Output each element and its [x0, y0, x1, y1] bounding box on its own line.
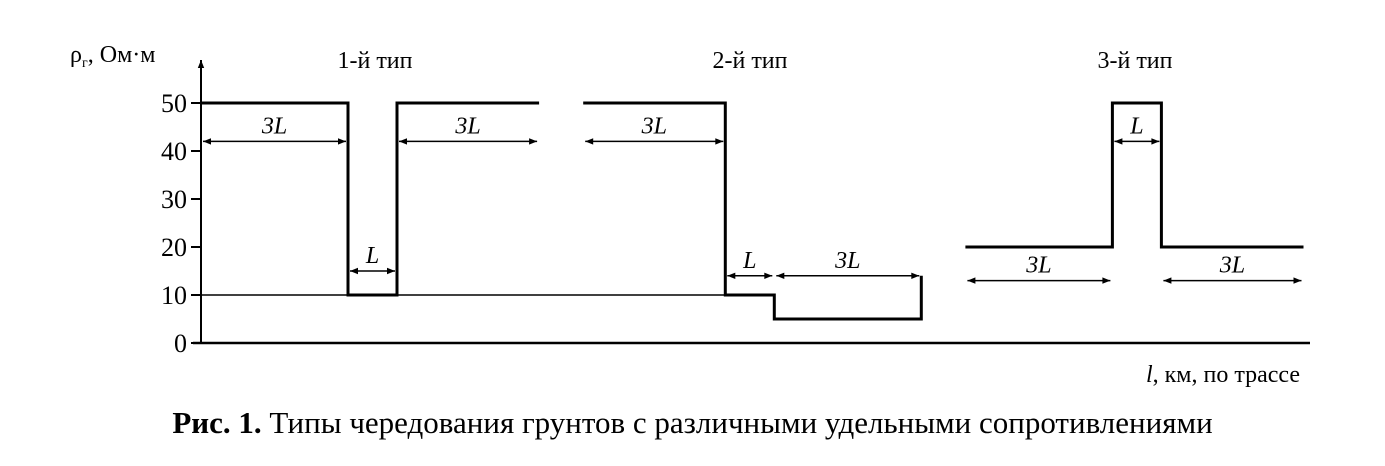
- figure-caption: Рис. 1. Типы чередования грунтов с разли…: [0, 405, 1385, 441]
- type-label-3: 3-й тип: [1097, 48, 1172, 74]
- dimension-label: 3L: [1025, 253, 1051, 279]
- y-tick-label: 30: [161, 185, 187, 214]
- dimension-label: 3L: [1219, 253, 1245, 279]
- profile-type-2: [583, 101, 923, 321]
- dimension-label: 3L: [834, 248, 860, 274]
- caption-text: Типы чередования грунтов с различными уд…: [261, 405, 1213, 440]
- y-axis-label: ρг, Ом·м: [70, 42, 155, 71]
- y-tick-label: 10: [161, 281, 187, 310]
- dimension-label: L: [1129, 113, 1143, 139]
- dimension-label: L: [365, 243, 379, 269]
- type-label-1: 1-й тип: [337, 48, 412, 74]
- dimension-label: 3L: [454, 113, 480, 139]
- profile-type-1: [201, 101, 540, 297]
- dimension-label: L: [742, 248, 756, 274]
- dimension-label: 3L: [261, 113, 287, 139]
- x-axis-label: l, км, по трассе: [1146, 362, 1300, 388]
- y-tick-label: 0: [174, 329, 187, 358]
- dimension-label: 3L: [641, 113, 667, 139]
- type-label-2: 2-й тип: [712, 48, 787, 74]
- y-tick-label: 40: [161, 137, 187, 166]
- y-tick-label: 50: [161, 89, 187, 118]
- caption-prefix: Рис. 1.: [172, 405, 262, 440]
- y-tick-label: 20: [161, 233, 187, 262]
- profile-type-3: [965, 101, 1304, 249]
